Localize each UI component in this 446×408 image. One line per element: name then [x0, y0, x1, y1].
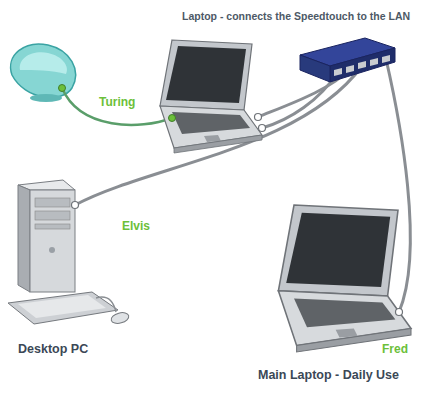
- device-node: FredMain Laptop - Daily Use: [250, 200, 445, 395]
- switch-port: [370, 58, 378, 66]
- switch-port: [358, 61, 366, 69]
- device-node: ElvisDesktop PC: [10, 170, 180, 365]
- connector-dot: [59, 85, 66, 92]
- connector-dot: [72, 202, 79, 209]
- power-button: [49, 247, 55, 253]
- switch-front: [330, 48, 395, 82]
- device-name: Turing: [99, 96, 135, 110]
- drive-bay: [35, 198, 70, 207]
- mouse: [110, 311, 130, 325]
- device-name: Fred: [382, 343, 408, 357]
- connector-dot: [169, 115, 176, 122]
- modem-highlight: [20, 52, 67, 74]
- tower-front: [30, 190, 75, 292]
- switch-port: [382, 55, 390, 63]
- keyboard-keys: [18, 295, 106, 318]
- connector-dot: [259, 125, 266, 132]
- device-caption: Laptop - connects the Speedtouch to the …: [182, 10, 410, 22]
- device-name: Elvis: [122, 220, 150, 234]
- device-caption: Main Laptop - Daily Use: [258, 368, 399, 382]
- switch-port: [346, 65, 354, 73]
- modem-body: [11, 44, 76, 98]
- device-caption: Desktop PC: [18, 342, 88, 356]
- modem-foot: [30, 94, 62, 102]
- laptop-illustration: [160, 40, 262, 153]
- connector-dot: [396, 309, 403, 316]
- mouse-cable: [96, 297, 116, 312]
- switch-side: [300, 55, 330, 82]
- keyboard: [8, 292, 118, 324]
- device-node: Laptop - connects the Speedtouch to the …: [95, 4, 445, 154]
- drive-bay: [35, 211, 70, 220]
- switch-port: [334, 68, 342, 76]
- connector-dot: [255, 114, 262, 121]
- tower-side: [18, 185, 30, 292]
- drive-bay: [35, 224, 70, 229]
- laptop-illustration: [278, 205, 411, 352]
- modem-cable: [62, 88, 172, 125]
